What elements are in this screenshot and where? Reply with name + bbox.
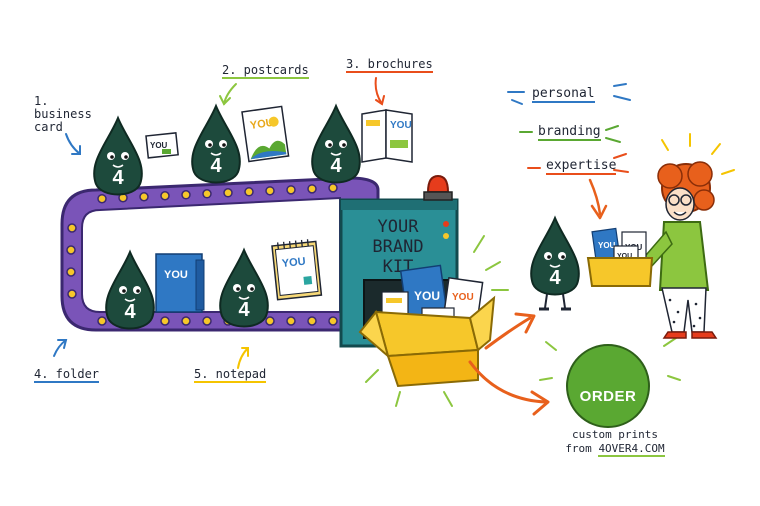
order-button-label: ORDER — [579, 388, 637, 405]
svg-text:YOU: YOU — [281, 256, 306, 270]
belt-roller — [223, 188, 233, 198]
brochure-item: YOU — [361, 109, 413, 163]
label-folder: 4. folder — [34, 367, 100, 383]
order-cta-text: custom prints from 4OVER4.COM — [560, 428, 670, 457]
belt-roller — [307, 184, 317, 194]
svg-text:YOU: YOU — [150, 141, 168, 150]
belt-roller — [265, 186, 275, 196]
belt-roller — [181, 190, 191, 200]
belt-roller — [307, 316, 317, 326]
belt-roller — [97, 193, 107, 204]
held-kit-box: YOU YOU YOU — [586, 227, 654, 287]
machine-label-line1: YOUR — [378, 217, 420, 237]
mascot-number: 4 — [210, 155, 222, 177]
belt-roller — [202, 316, 212, 326]
label-postcards: 2. postcards — [222, 63, 309, 79]
mascot-number: 4 — [330, 155, 342, 177]
mascot-business-card: 4 YOU — [93, 117, 179, 196]
mascot-number: 4 — [112, 167, 124, 189]
brand-kit-box: YOU YOU YOU — [358, 264, 496, 388]
belt-roller — [139, 191, 149, 202]
arrow-to-order — [468, 360, 550, 416]
word-branding: branding — [538, 124, 601, 141]
belt-roller — [181, 316, 191, 326]
cta-line2: from 4OVER4.COM — [565, 442, 665, 457]
belt-roller — [265, 316, 275, 326]
mascot-postcards: 4 YOU — [191, 105, 290, 184]
arrow-expertise — [588, 178, 608, 220]
mascot-brochures: 4 YOU — [311, 105, 413, 184]
belt-roller — [97, 316, 107, 326]
label-business-card: 1. business card — [34, 94, 92, 134]
mascot-number: 4 — [549, 267, 561, 289]
svg-text:YOU: YOU — [452, 292, 474, 303]
mascot-receiver: 4 — [530, 217, 580, 311]
postcard-item: YOU — [241, 105, 290, 163]
notepad-item: YOU — [271, 239, 323, 301]
label-notepad: 5. notepad — [194, 367, 267, 383]
belt-roller — [328, 183, 338, 193]
word-decorations — [507, 83, 631, 173]
cta-line1: custom prints — [571, 428, 659, 441]
business-card-item: YOU — [145, 132, 179, 159]
mascot-number: 4 — [238, 299, 250, 321]
customer-person — [638, 161, 718, 339]
customer-sparkles — [661, 133, 735, 175]
svg-text:YOU: YOU — [617, 253, 632, 260]
belt-roller — [160, 191, 170, 201]
word-expertise: expertise — [546, 158, 617, 175]
order-button[interactable]: ORDER — [566, 344, 650, 428]
belt-roller — [286, 185, 296, 195]
label-brochures: 3. brochures — [346, 57, 433, 73]
svg-text:YOU: YOU — [249, 117, 274, 132]
mascot-number: 4 — [124, 301, 136, 323]
website-link[interactable]: 4OVER4.COM — [598, 442, 665, 457]
belt-roller — [66, 245, 76, 255]
belt-roller — [244, 187, 254, 197]
sparkle-lines — [365, 235, 681, 407]
svg-text:YOU: YOU — [164, 269, 188, 281]
mascot-folder: 4 YOU — [105, 251, 205, 330]
machine-label-line2: BRAND — [372, 237, 423, 257]
belt-roller — [286, 316, 296, 326]
svg-text:YOU: YOU — [598, 241, 616, 250]
svg-text:YOU: YOU — [414, 289, 440, 303]
belt-roller — [67, 223, 77, 233]
arrow-to-customer — [484, 312, 536, 350]
mascot-notepad: 4 YOU — [219, 239, 323, 328]
svg-text:YOU: YOU — [390, 120, 412, 131]
belt-roller — [160, 316, 170, 326]
word-personal: personal — [532, 86, 595, 103]
belt-roller — [328, 316, 338, 326]
label-arrows — [53, 77, 385, 369]
belt-roller — [66, 267, 76, 277]
belt-roller — [202, 189, 212, 199]
belt-roller — [67, 289, 77, 299]
folder-item: YOU — [155, 253, 205, 313]
